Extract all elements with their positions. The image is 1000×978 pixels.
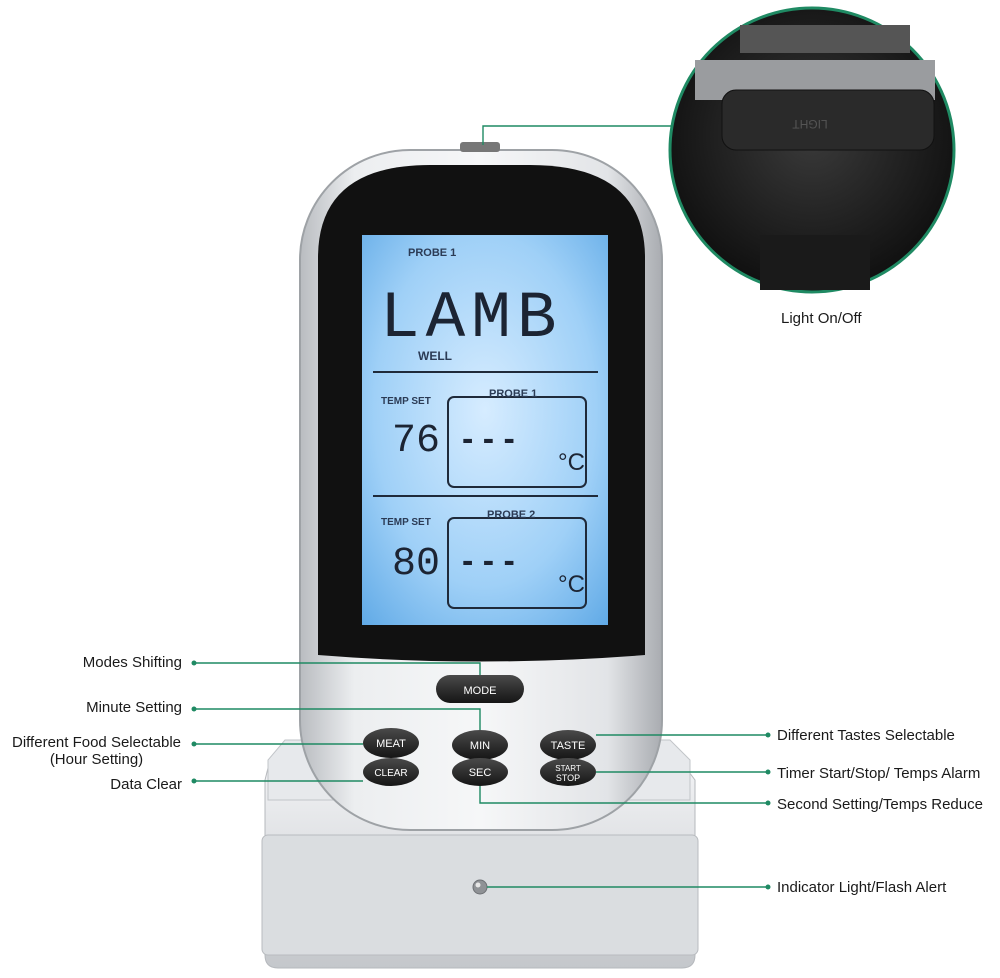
svg-text:LIGHT: LIGHT	[792, 117, 828, 131]
callout-dots	[191, 660, 771, 890]
callout-minute: Minute Setting	[86, 699, 182, 716]
meat-button[interactable]: MEAT	[363, 728, 419, 758]
mode-button-label: MODE	[464, 685, 497, 697]
meat-button-label: MEAT	[376, 738, 406, 750]
min-button[interactable]: MIN	[452, 730, 508, 760]
callout-light: Light On/Off	[781, 310, 862, 327]
lcd-probe-top: PROBE 1	[408, 247, 456, 259]
callout-food-1: Different Food Selectable	[12, 734, 181, 751]
start-stop-button[interactable]: START STOP	[540, 758, 596, 786]
lcd-row2-reading: - - -	[462, 542, 515, 580]
min-button-label: MIN	[470, 740, 490, 752]
thermometer-body	[299, 142, 663, 831]
callout-clear: Data Clear	[110, 776, 182, 793]
lcd-row1-label: TEMP SET	[381, 396, 431, 407]
lcd-row1-probe: PROBE 1	[489, 388, 537, 400]
lcd-row1-set-temp: 76	[392, 419, 440, 464]
start-stop-label-2: STOP	[556, 773, 580, 783]
callout-lines	[194, 125, 768, 888]
lcd-row2-probe: PROBE 2	[487, 509, 535, 521]
lcd-row2-unit: °C	[558, 571, 585, 598]
clear-button[interactable]: CLEAR	[363, 758, 419, 786]
callout-timer: Timer Start/Stop/ Temps Alarm	[777, 765, 981, 782]
lcd-row2-label: TEMP SET	[381, 517, 431, 528]
sec-button-label: SEC	[469, 767, 492, 779]
lcd-doneness: WELL	[418, 349, 452, 363]
callout-indicator: Indicator Light/Flash Alert	[777, 879, 947, 896]
mode-button[interactable]: MODE	[436, 675, 524, 703]
clear-button-label: CLEAR	[374, 768, 407, 779]
callout-tastes: Different Tastes Selectable	[777, 727, 955, 744]
callout-modes: Modes Shifting	[82, 654, 182, 671]
sec-button[interactable]: SEC	[452, 758, 508, 786]
callout-food-2: (Hour Setting)	[49, 751, 144, 768]
start-stop-label-1: START	[555, 764, 581, 773]
taste-button[interactable]: TASTE	[540, 730, 596, 760]
lcd-row1-reading: - - -	[462, 420, 515, 458]
taste-button-label: TASTE	[551, 740, 586, 752]
light-button-zoom: LIGHT	[668, 6, 956, 294]
lcd-row1-unit: °C	[558, 449, 585, 476]
lcd-row2-set-temp: 80	[392, 542, 440, 587]
lcd-meat: LAMB	[380, 281, 562, 356]
callout-second: Second Setting/Temps Reduce	[777, 796, 983, 813]
